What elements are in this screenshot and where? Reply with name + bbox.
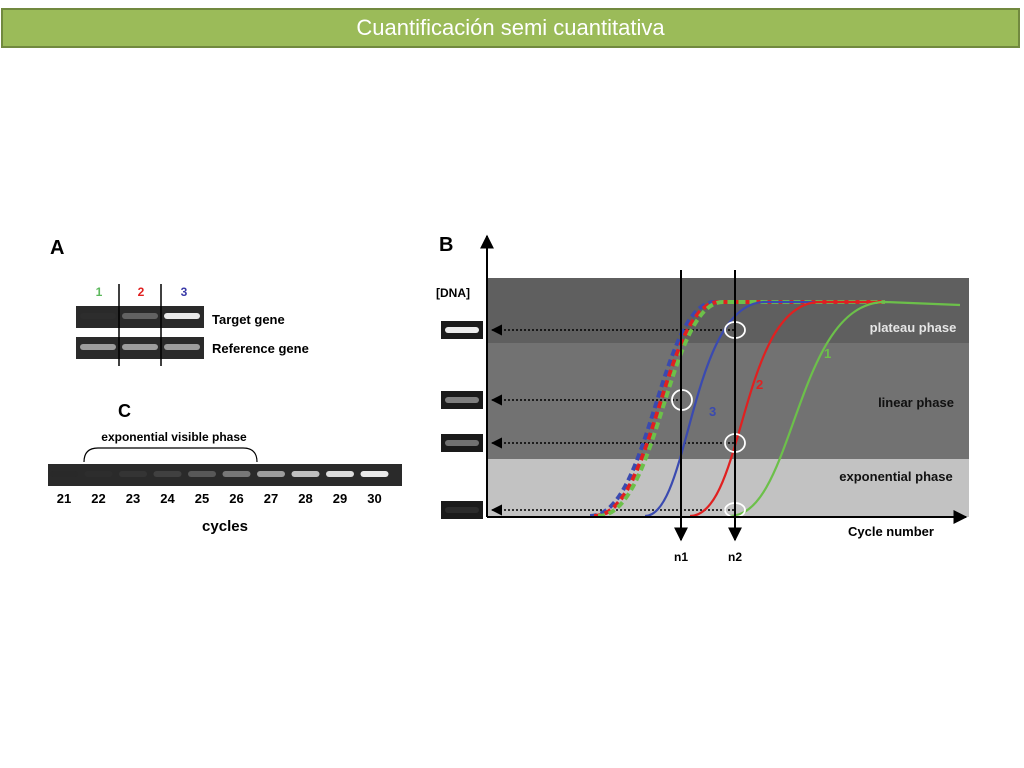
cycle-tick-label: 30: [367, 491, 381, 506]
gel-band: [445, 440, 479, 446]
panel-a-reference-bands: [80, 344, 200, 350]
cycle-tick-label: 25: [195, 491, 209, 506]
cycle-tick-label: 27: [264, 491, 278, 506]
gel-band: [119, 471, 147, 477]
phase-label-plateau: plateau phase: [870, 320, 957, 335]
panel-c-bands: [50, 471, 389, 477]
curve-3: [644, 300, 885, 518]
panel-c-label: C: [118, 401, 131, 421]
panel-a-label: A: [50, 237, 64, 259]
panel-a: A 1 2 3 Target gene Reference gene: [50, 237, 309, 366]
marker-label-n1: n1: [674, 550, 688, 564]
panel-a-row-label-reference: Reference gene: [212, 341, 309, 356]
curve-label-2: 2: [756, 377, 763, 392]
phase-label-exponential: exponential phase: [839, 469, 952, 484]
gel-band: [360, 471, 389, 477]
panel-c-axis-label: cycles: [202, 518, 248, 535]
panel-c-bracket: [83, 447, 258, 463]
gel-band: [164, 344, 200, 350]
panel-b-bands: [441, 321, 483, 519]
curve-label-1: 1: [824, 346, 831, 361]
linear-zone: [487, 343, 969, 459]
cycle-tick-label: 23: [126, 491, 140, 506]
gel-band: [84, 471, 113, 477]
dashed-curve-green: [597, 300, 885, 518]
cycle-tick-label: 22: [91, 491, 105, 506]
cycle-tick-label: 26: [229, 491, 243, 506]
gel-band: [153, 471, 182, 477]
gel-band: [257, 471, 285, 477]
cycle-tick-label: 28: [298, 491, 312, 506]
panel-c-cycle-labels: 21 22 23 24 25 26 27 28 29 30: [57, 491, 382, 506]
gel-band: [50, 471, 78, 477]
gel-lane-background: [441, 501, 483, 519]
panel-c-bracket-label: exponential visible phase: [101, 430, 247, 444]
gel-band: [445, 507, 479, 513]
panel-a-lane-label-2: 2: [138, 285, 145, 299]
gel-band: [122, 313, 158, 319]
amplification-curves: [589, 300, 961, 518]
gel-band: [80, 344, 116, 350]
phase-label-linear: linear phase: [878, 395, 954, 410]
curve-label-3: 3: [709, 404, 716, 419]
gel-band: [445, 397, 479, 403]
curve-2: [689, 300, 885, 518]
cycle-tick-label: 29: [333, 491, 347, 506]
marker-label-n2: n2: [728, 550, 742, 564]
panel-b: B [DNA] plateau phase linear phase expon…: [436, 234, 969, 564]
slide-title-bar: Cuantificación semi cuantitativa: [1, 8, 1020, 48]
plateau-zone: [487, 278, 969, 343]
gel-band: [80, 313, 116, 319]
x-axis-label: Cycle number: [848, 524, 934, 539]
panel-a-target-bands: [80, 313, 200, 319]
panel-a-lane-label-1: 1: [96, 285, 103, 299]
panel-c: C exponential visible phase 21 22 23 24 25 26…: [48, 401, 402, 535]
gel-band: [445, 327, 479, 333]
dashed-curve-red: [593, 300, 885, 518]
panel-a-lane-label-3: 3: [181, 285, 188, 299]
cycle-tick-label: 24: [160, 491, 175, 506]
gel-band: [222, 471, 251, 477]
gel-band: [291, 471, 320, 477]
panel-b-y-axis-label: [DNA]: [436, 286, 470, 300]
panel-a-row-label-target: Target gene: [212, 312, 285, 327]
panel-b-label: B: [439, 234, 453, 256]
gel-band: [326, 471, 354, 477]
gel-band: [188, 471, 216, 477]
curve-1: [729, 300, 961, 518]
gel-band: [164, 313, 200, 319]
cycle-tick-label: 21: [57, 491, 71, 506]
dashed-curve-blue: [589, 300, 885, 518]
gel-band: [122, 344, 158, 350]
slide-title: Cuantificación semi cuantitativa: [356, 15, 665, 40]
